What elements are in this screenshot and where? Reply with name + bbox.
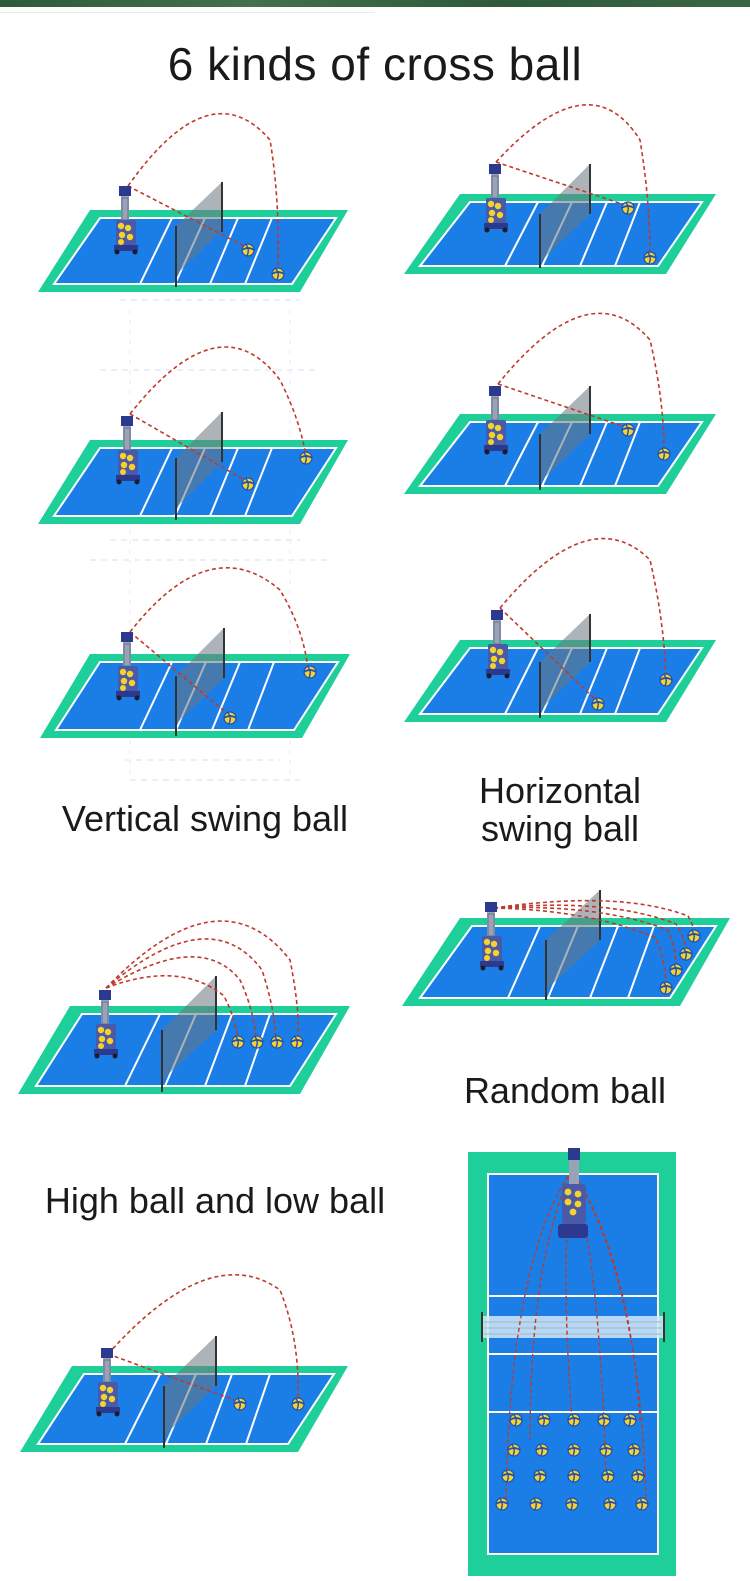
volleyball-icon	[643, 251, 657, 265]
volleyball-icon	[241, 477, 255, 491]
court-vertical-swing	[18, 920, 350, 1094]
court-diagram-1	[38, 112, 348, 292]
court-high-low-ball	[20, 1274, 348, 1452]
net-icon	[540, 614, 590, 710]
ball-machine-icon	[113, 185, 139, 255]
net-icon	[482, 1316, 664, 1338]
volleyball-icon	[290, 1035, 304, 1049]
volleyball-icon	[657, 447, 671, 461]
volleyball-icon	[679, 947, 693, 961]
label-high-and-low-ball: High ball and low ball	[44, 1180, 386, 1221]
ball-machine-icon	[115, 415, 141, 485]
ball-machine-icon	[95, 1347, 121, 1417]
court-random-ball	[468, 1148, 676, 1576]
volleyball-icon	[299, 451, 313, 465]
label-random-ball: Random ball	[463, 1070, 667, 1111]
volleyball-icon	[223, 711, 237, 725]
top-decorative-bar	[0, 0, 750, 7]
volleyball-icon	[270, 1035, 284, 1049]
court-diagram-4	[404, 312, 716, 494]
volleyball-icon	[591, 697, 605, 711]
volleyball-icon	[669, 963, 683, 977]
net-icon	[164, 1336, 216, 1436]
volleyball-icon	[231, 1035, 245, 1049]
ball-machine-icon	[483, 385, 509, 455]
label-horizontal-line1: Horizontal	[478, 770, 642, 811]
net-icon	[540, 386, 590, 482]
court-horizontal-swing	[402, 890, 730, 1006]
label-horizontal-swing-ball: Horizontal swing ball	[440, 772, 680, 848]
net-icon	[176, 628, 224, 724]
ball-machine-icon	[483, 163, 509, 233]
volleyball-icon	[621, 423, 635, 437]
label-horizontal-line2: swing ball	[480, 808, 640, 849]
volleyball-icon	[621, 201, 635, 215]
volleyball-icon	[659, 981, 673, 995]
top-divider	[0, 12, 375, 13]
ball-machine-icon	[485, 609, 511, 679]
volleyball-icon	[250, 1035, 264, 1049]
court-diagram-5	[40, 567, 350, 738]
net-icon	[546, 890, 600, 990]
volleyball-icon	[241, 243, 255, 257]
court-diagram-3	[38, 346, 348, 524]
net-icon	[176, 182, 222, 275]
volleyball-icon	[233, 1397, 247, 1411]
page-title: 6 kinds of cross ball	[167, 38, 583, 90]
net-icon	[176, 412, 222, 508]
ball-machine-icon	[93, 989, 119, 1059]
volleyball-icon	[271, 267, 285, 281]
court-diagram-2	[404, 104, 716, 274]
label-vertical-swing-ball: Vertical swing ball	[61, 798, 349, 839]
volleyball-icon	[291, 1397, 305, 1411]
ball-machine-icon	[115, 631, 141, 701]
volleyball-icon	[303, 665, 317, 679]
volleyball-icon	[659, 673, 673, 687]
net-icon	[162, 976, 216, 1080]
ball-machine-icon	[479, 901, 505, 971]
court-diagram-6	[404, 537, 716, 722]
volleyball-icon	[687, 929, 701, 943]
